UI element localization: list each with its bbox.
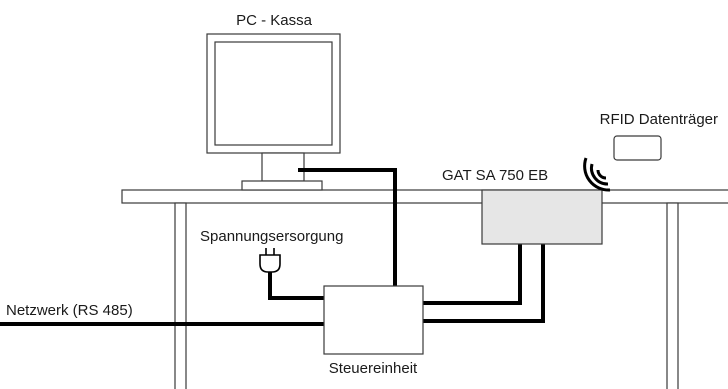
power-cable: [268, 272, 324, 300]
reader-cable-1: [423, 244, 522, 305]
reader-cable-2: [423, 244, 545, 323]
reader-box: [481, 189, 603, 245]
monitor-neck: [261, 152, 305, 182]
label-power: Spannungsersorgung: [200, 228, 343, 245]
table-leg-left: [174, 202, 187, 389]
label-rfid: RFID Datenträger: [600, 111, 718, 128]
power-plug-icon: [259, 248, 281, 273]
monitor-screen: [214, 41, 333, 146]
table: [121, 189, 728, 389]
table-top: [121, 189, 728, 204]
label-reader: GAT SA 750 EB: [442, 167, 548, 184]
table-leg-right: [666, 202, 679, 389]
rfid-tag: [613, 135, 662, 161]
cables: [0, 168, 545, 326]
monitor-cable: [298, 168, 397, 286]
label-control: Steuereinheit: [329, 360, 418, 377]
wireless-signal-icon: [583, 157, 611, 192]
monitor-base: [241, 180, 323, 191]
label-pc: PC - Kassa: [236, 12, 313, 29]
label-network: Netzwerk (RS 485): [6, 302, 133, 319]
control-unit: [323, 285, 424, 355]
monitor: [206, 33, 341, 191]
